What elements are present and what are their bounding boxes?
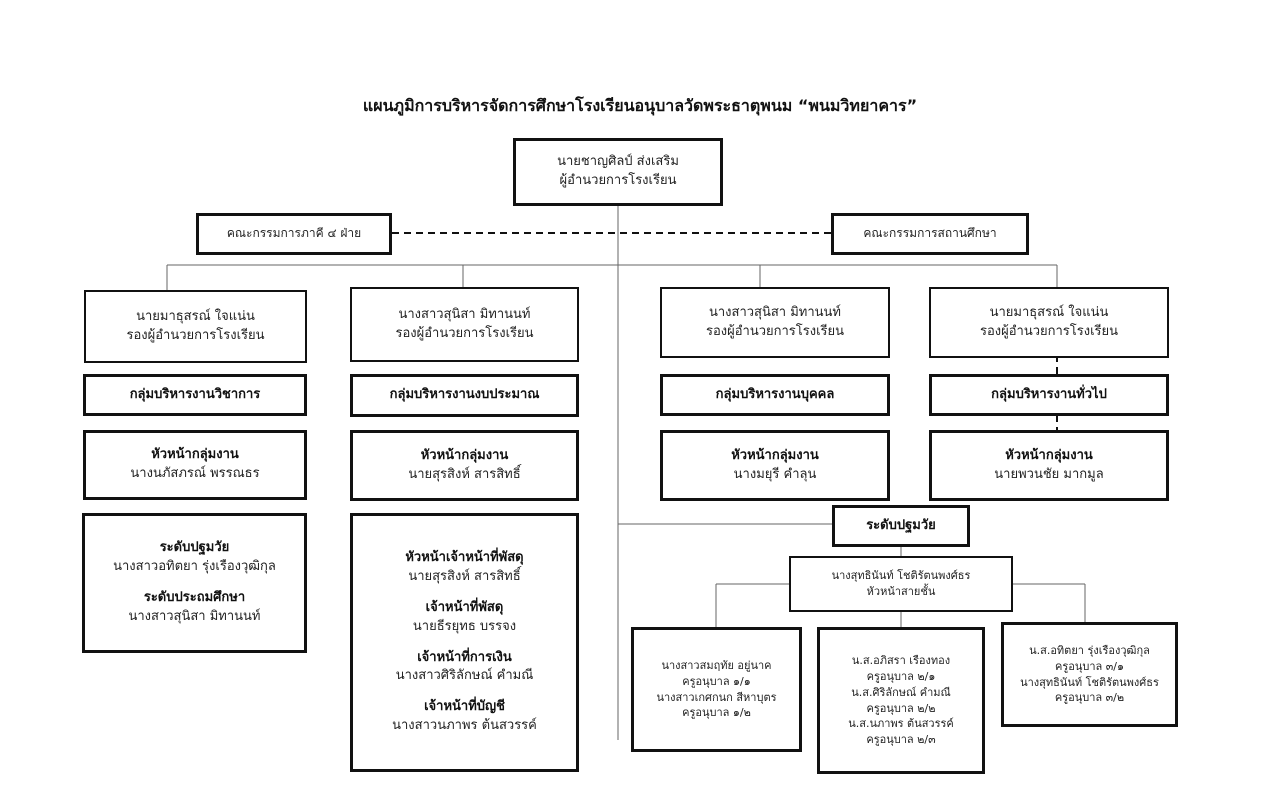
- dept2-group-box: กลุ่มบริหารงานงบประมาณ: [350, 374, 579, 417]
- dept4-deputy-box: นายมาธุสรณ์ ใจแน่น รองผู้อำนวยการโรงเรีย…: [929, 287, 1169, 358]
- leader-position: หัวหน้าสายชั้น: [866, 585, 936, 598]
- early-childhood-leader-box: นางสุทธินันท์ โชติรัตนพงศ์ธร หัวหน้าสายช…: [789, 556, 1013, 612]
- dept3-head-name: นางมยุรี คำลุน: [733, 466, 817, 482]
- early-childhood-label: ระดับปฐมวัย: [866, 517, 936, 533]
- dept4-head-box: หัวหน้ากลุ่มงาน นายพวนชัย มากมูล: [929, 430, 1169, 501]
- dept3-deputy-position: รองผู้อำนวยการโรงเรียน: [705, 323, 845, 339]
- dept1-group-label: กลุ่มบริหารงานวิชาการ: [129, 386, 261, 402]
- dept3-group-label: กลุ่มบริหารงานบุคคล: [715, 386, 835, 402]
- committee-right-box: คณะกรรมการสถานศึกษา: [831, 213, 1029, 255]
- dept2-head-name: นายสุรสิงห์ สารสิทธิ์: [408, 466, 521, 482]
- dept4-head-name: นายพวนชัย มากมูล: [994, 466, 1104, 482]
- dept2-deputy-box: นางสาวสุนิสา มิทานนท์ รองผู้อำนวยการโรงเ…: [350, 287, 579, 362]
- dept2-sub4-name: นางสาวนภาพร ต้นสวรรค์: [392, 718, 537, 734]
- teacher-box-k1: นางสาวสมฤทัย อยู่นาค ครูอนุบาล ๑/๑ นางสา…: [631, 627, 802, 752]
- teacher-k1-2-class: ครูอนุบาล ๑/๒: [682, 706, 751, 720]
- teacher-k2-2-name: น.ส.ศิริลักษณ์ คำมณี: [851, 685, 951, 699]
- teacher-k2-1-class: ครูอนุบาล ๒/๑: [866, 669, 936, 683]
- director-position: ผู้อำนวยการโรงเรียน: [559, 173, 677, 188]
- dept2-sub4-title: เจ้าหน้าที่บัญชี: [424, 699, 505, 715]
- dept3-deputy-name: นางสาวสุนิสา มิทานนท์: [708, 304, 842, 320]
- dept3-group-box: กลุ่มบริหารงานบุคคล: [660, 374, 890, 416]
- teacher-k2-3-name: น.ส.นภาพร ต้นสวรรค์: [848, 717, 954, 731]
- page-title: แผนภูมิการบริหารจัดการศึกษาโรงเรียนอนุบา…: [362, 96, 918, 115]
- dept1-deputy-box: นายมาธุสรณ์ ใจแน่น รองผู้อำนวยการโรงเรีย…: [84, 290, 307, 363]
- teacher-k2-2-class: ครูอนุบาล ๒/๒: [866, 701, 936, 715]
- dept4-deputy-position: รองผู้อำนวยการโรงเรียน: [979, 323, 1119, 339]
- committee-left-box: คณะกรรมการภาคี ๔ ฝ่าย: [196, 213, 392, 255]
- dept3-head-box: หัวหน้ากลุ่มงาน นางมยุรี คำลุน: [660, 430, 890, 501]
- dept2-sub1-title: หัวหน้าเจ้าหน้าที่พัสดุ: [405, 550, 524, 566]
- dept2-head-title: หัวหน้ากลุ่มงาน: [420, 447, 509, 463]
- dept2-sub2-name: นายธีรยุทธ บรรจง: [412, 618, 517, 634]
- dept4-head-title: หัวหน้ากลุ่มงาน: [1005, 447, 1093, 463]
- dept4-group-box: กลุ่มบริหารงานทั่วไป: [929, 374, 1169, 416]
- dept4-deputy-name: นายมาธุสรณ์ ใจแน่น: [989, 304, 1109, 320]
- teacher-k3-2-class: ครูอนุบาล ๓/๒: [1054, 691, 1125, 705]
- director-name: นายชาญศิลป์ ส่งเสริม: [557, 154, 679, 170]
- teacher-k2-3-class: ครูอนุบาล ๒/๓: [866, 733, 936, 747]
- dept4-group-label: กลุ่มบริหารงานทั่วไป: [991, 386, 1107, 402]
- leader-name: นางสุทธินันท์ โชติรัตนพงศ์ธร: [831, 569, 971, 583]
- teacher-k3-2-name: นางสุทธินันท์ โชติรัตนพงศ์ธร: [1020, 675, 1159, 689]
- teacher-k3-1-class: ครูอนุบาล ๓/๑: [1055, 659, 1124, 673]
- dept1-head-name: นางนภัสภรณ์ พรรณธร: [130, 466, 260, 481]
- dept2-sub2-title: เจ้าหน้าที่พัสดุ: [425, 599, 504, 615]
- dept1-sub1-name: นางสาวอทิตยา รุ่งเรืองวุฒิกุล: [113, 559, 276, 575]
- dept3-head-title: หัวหน้ากลุ่มงาน: [731, 447, 819, 463]
- teacher-k1-1-class: ครูอนุบาล ๑/๑: [682, 674, 751, 688]
- dept1-sub2-name: นางสาวสุนิสา มิทานนท์: [128, 608, 261, 624]
- director-box: นายชาญศิลป์ ส่งเสริม ผู้อำนวยการโรงเรียน: [513, 138, 723, 206]
- dept2-sub-box: หัวหน้าเจ้าหน้าที่พัสดุ นายสุรสิงห์ สารส…: [350, 513, 579, 772]
- dept2-deputy-name: นางสาวสุนิสา มิทานนท์: [398, 306, 531, 322]
- teacher-k1-1-name: นางสาวสมฤทัย อยู่นาค: [661, 658, 772, 672]
- committee-right-label: คณะกรรมการสถานศึกษา: [863, 226, 997, 241]
- dept1-head-title: หัวหน้ากลุ่มงาน: [151, 447, 239, 463]
- dept1-deputy-position: รองผู้อำนวยการโรงเรียน: [126, 327, 265, 343]
- dept1-sub1-title: ระดับปฐมวัย: [159, 540, 230, 556]
- dept1-deputy-name: นายมาธุสรณ์ ใจแน่น: [136, 308, 255, 324]
- early-childhood-label-box: ระดับปฐมวัย: [832, 505, 970, 547]
- dept2-sub3-name: นางสาวศิริลักษณ์ คำมณี: [395, 668, 534, 684]
- dept2-group-label: กลุ่มบริหารงานงบประมาณ: [389, 387, 540, 403]
- dept3-deputy-box: นางสาวสุนิสา มิทานนท์ รองผู้อำนวยการโรงเ…: [660, 287, 890, 358]
- dept1-sub2-title: ระดับประถมศึกษา: [143, 590, 246, 605]
- dept1-head-box: หัวหน้ากลุ่มงาน นางนภัสภรณ์ พรรณธร: [83, 430, 307, 500]
- dept2-head-box: หัวหน้ากลุ่มงาน นายสุรสิงห์ สารสิทธิ์: [350, 430, 579, 501]
- teacher-box-k2: น.ส.อภิสรา เรืองทอง ครูอนุบาล ๒/๑ น.ส.ศิ…: [817, 627, 985, 774]
- dept2-deputy-position: รองผู้อำนวยการโรงเรียน: [395, 325, 534, 341]
- teacher-k2-1-name: น.ส.อภิสรา เรืองทอง: [851, 653, 951, 667]
- dept2-sub3-title: เจ้าหน้าที่การเงิน: [417, 649, 512, 665]
- teacher-box-k3: น.ส.อทิตยา รุ่งเรืองวุฒิกุล ครูอนุบาล ๓/…: [1001, 622, 1178, 727]
- dept1-sub-box: ระดับปฐมวัย นางสาวอทิตยา รุ่งเรืองวุฒิกุ…: [82, 513, 307, 653]
- dept2-sub1-name: นายสุรสิงห์ สารสิทธิ์: [408, 568, 521, 584]
- committee-left-label: คณะกรรมการภาคี ๔ ฝ่าย: [226, 226, 362, 241]
- teacher-k3-1-name: น.ส.อทิตยา รุ่งเรืองวุฒิกุล: [1029, 643, 1150, 657]
- teacher-k1-2-name: นางสาวเกศกนก สีหาบุตร: [656, 690, 777, 704]
- dept1-group-box: กลุ่มบริหารงานวิชาการ: [83, 374, 307, 416]
